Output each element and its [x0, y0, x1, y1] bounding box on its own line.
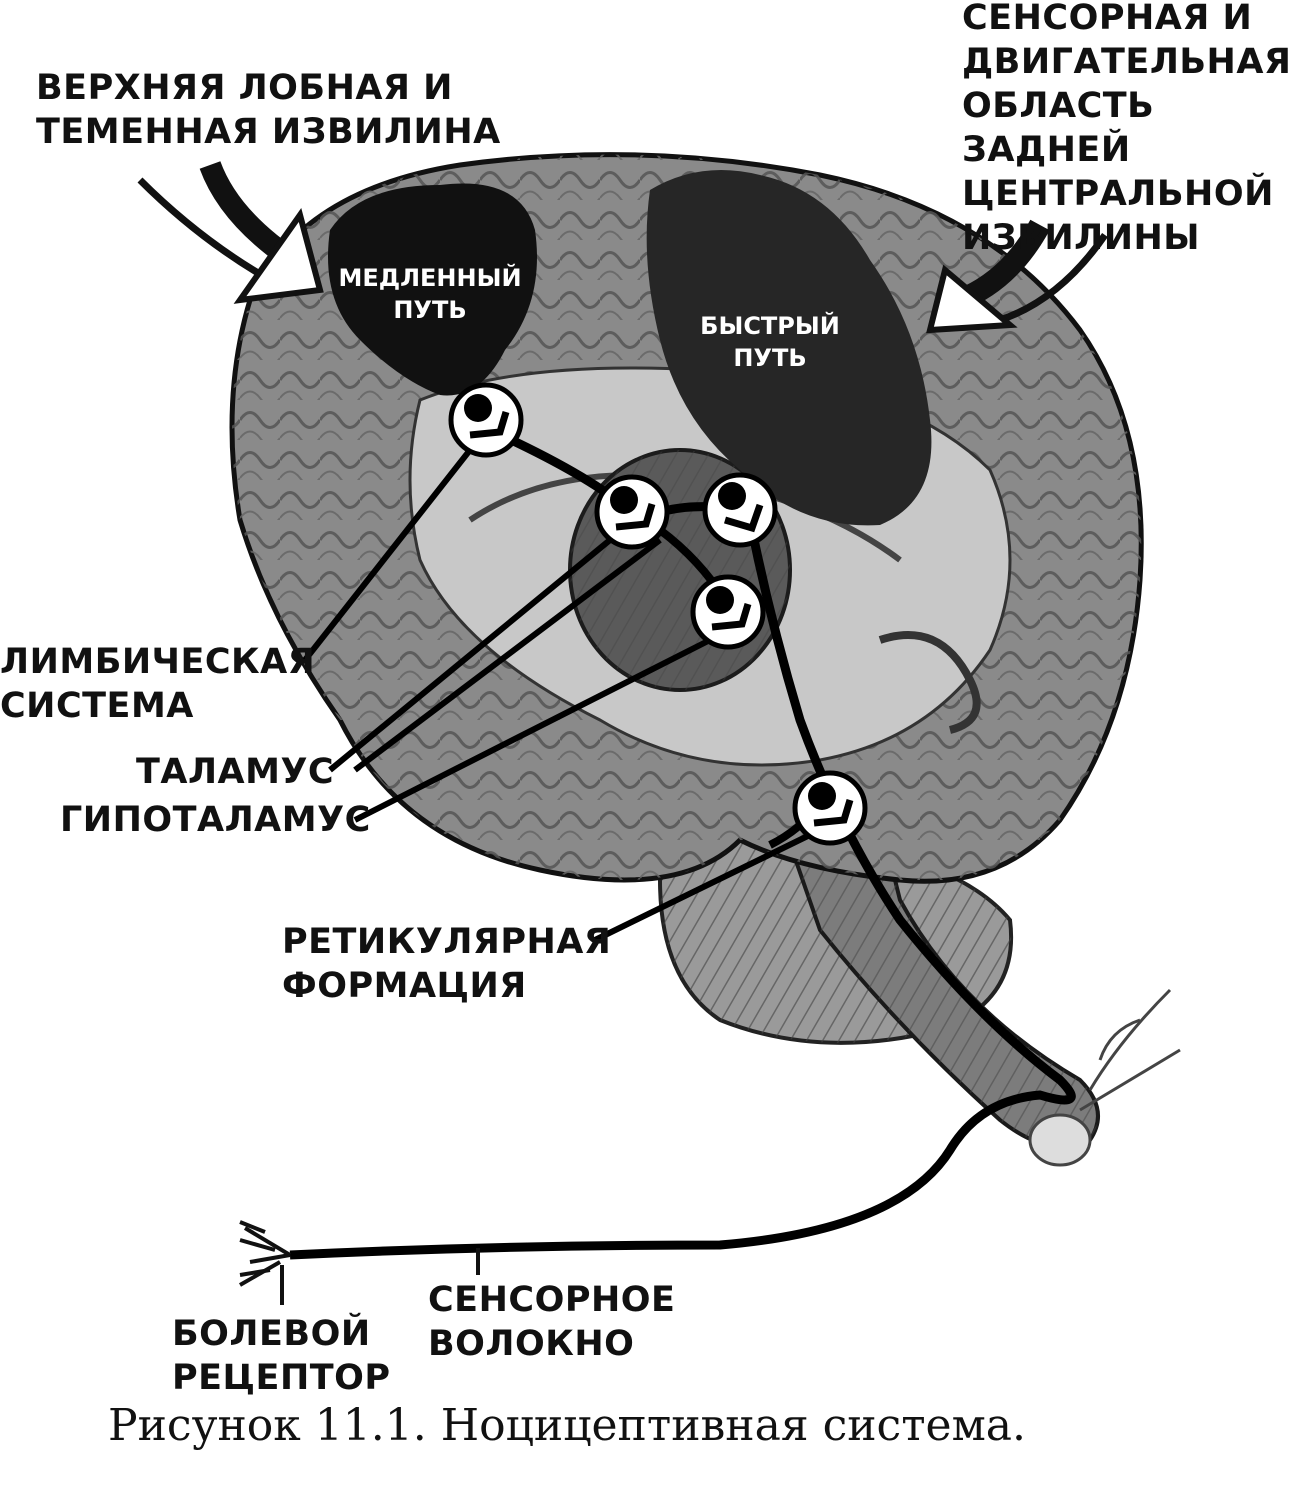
synapse-icon	[594, 474, 670, 550]
label-upper-gyrus: ВЕРХНЯЯ ЛОБНАЯ И ТЕМЕННАЯ ИЗВИЛИНА	[36, 68, 501, 152]
slow-path-region	[328, 183, 537, 396]
label-slow-path: МЕДЛЕННЫЙ ПУТЬ	[338, 264, 522, 324]
fast-path-region	[646, 170, 932, 526]
label-thalamus: ТАЛАМУС	[136, 752, 335, 792]
leader-lines	[302, 448, 822, 943]
arrow-icon	[926, 219, 1108, 334]
label-hypothalamus: ГИПОТАЛАМУС	[60, 800, 371, 840]
receptor-endings	[239, 1220, 480, 1305]
arrow-icon	[137, 160, 324, 304]
synapse-icon	[690, 574, 766, 650]
label-sensory-fiber: СЕНСОРНОЕ ВОЛОКНО	[428, 1280, 676, 1364]
synapse-icon	[792, 770, 868, 846]
label-limbic-system: ЛИМБИЧЕСКАЯ СИСТЕМА	[0, 642, 316, 726]
synapse-icon	[702, 472, 778, 548]
sensory-pathway	[289, 519, 1076, 1260]
synapse-icon	[448, 382, 524, 458]
figure-caption: Рисунок 11.1. Ноцицептивная система.	[108, 1400, 1027, 1451]
label-pain-receptor: БОЛЕВОЙ РЕЦЕПТОР	[172, 1314, 391, 1398]
label-fast-path: БЫСТРЫЙ ПУТЬ	[700, 312, 840, 372]
label-reticular-formation: РЕТИКУЛЯРНАЯ ФОРМАЦИЯ	[282, 922, 612, 1006]
nerve-roots	[1028, 988, 1181, 1167]
label-sensory-motor-area: СЕНСОРНАЯ И ДВИГАТЕЛЬНАЯ ОБЛАСТЬ ЗАДНЕЙ …	[962, 0, 1292, 258]
